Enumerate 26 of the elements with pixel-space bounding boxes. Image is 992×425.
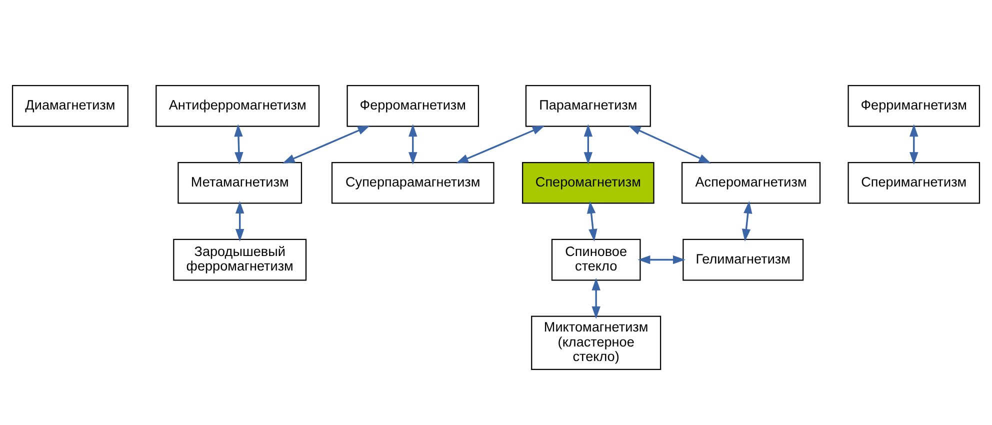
node-box: Суперпарамагнетизм xyxy=(331,161,494,204)
arrow xyxy=(234,124,244,164)
node-box: Парамагнетизм xyxy=(525,84,651,126)
node-box: Сперимагнетизм xyxy=(848,161,980,204)
arrow xyxy=(456,125,545,163)
node-box: Миктомагнетизм (кластерное стекло) xyxy=(531,315,662,370)
node-box: Гелимагнетизм xyxy=(682,238,804,280)
node-box: Спиновое стекло xyxy=(551,238,641,280)
node-box: Ферромагнетизм xyxy=(346,84,480,126)
arrow xyxy=(235,200,244,241)
node-box: Антиферромагнетизм xyxy=(156,84,320,126)
node-box: Зародышевый ферромагнетизм xyxy=(173,238,307,280)
arrow xyxy=(282,125,370,163)
arrow xyxy=(638,254,686,264)
node-box: Диамагнетизм xyxy=(12,84,128,126)
arrow xyxy=(592,277,600,318)
arrow xyxy=(408,124,418,164)
node-box: Метамагнетизм xyxy=(178,161,302,204)
arrow xyxy=(586,200,598,241)
arrow xyxy=(742,200,752,241)
node-box: Ферримагнетизм xyxy=(848,84,980,126)
node-box: Сперомагнетизм xyxy=(522,161,654,204)
arrow xyxy=(584,124,593,164)
arrow xyxy=(628,124,712,163)
arrow xyxy=(910,124,918,164)
node-box: Асперомагнетизм xyxy=(681,161,821,204)
